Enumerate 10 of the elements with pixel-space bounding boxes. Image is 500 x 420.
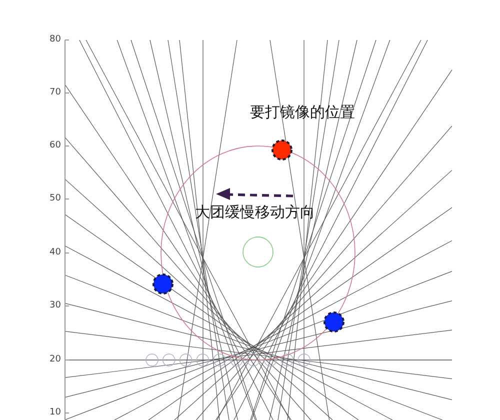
annotation-text: 大团缓慢移动方向 [195,204,315,220]
axis-tick-label: 50 [50,194,61,204]
axis-tick-label: 30 [50,302,61,310]
axis-tick-label: 70 [50,88,61,98]
axis-tick-label: 40 [50,248,61,258]
axis-tick-label: 20 [50,356,61,364]
axis-tick-label: 10 [50,408,61,418]
axis-tick-label: 60 [50,142,61,150]
annotation-text: 要打镜像的位置 [250,104,355,120]
axis-tick-label: 80 [50,36,61,44]
